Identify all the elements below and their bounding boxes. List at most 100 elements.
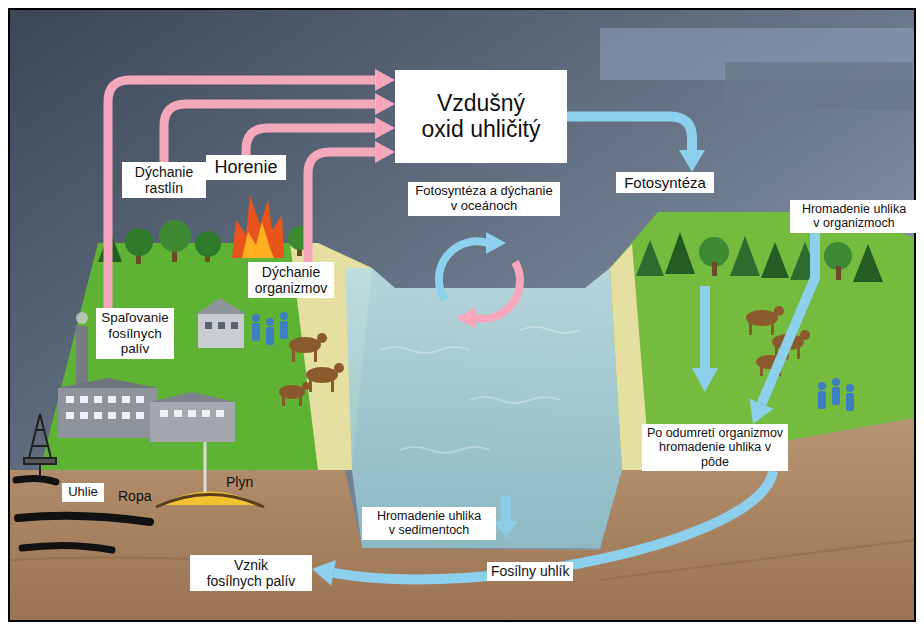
house [218, 322, 225, 329]
sediment-arrow [494, 496, 518, 538]
tree [125, 228, 153, 256]
house [196, 298, 246, 314]
animal [314, 350, 317, 362]
node-text: Hromadenie uhlika v sedimentoch [366, 509, 492, 538]
node-text: Hromadenie uhlika v organizmoch [794, 202, 914, 231]
tree [853, 244, 883, 282]
animal [279, 306, 810, 406]
person [846, 384, 854, 392]
animal [797, 347, 800, 359]
arrow-head [312, 560, 336, 586]
factory [76, 312, 88, 324]
tree [159, 220, 191, 252]
sediment-arrow [494, 521, 518, 538]
uptake-arrow [700, 286, 710, 370]
gas-pipe [204, 442, 207, 492]
flow-arrow [308, 141, 395, 262]
factory [58, 378, 158, 388]
text-box: Hromadenie uhlika v sedimentoch [362, 507, 496, 540]
ocean-cycle-arrow [486, 232, 506, 254]
coal-seam [16, 478, 56, 482]
uptake-arrow [692, 368, 718, 392]
ocean-cycle-arrow [439, 241, 488, 300]
ocean-cycle-arrow [439, 232, 520, 329]
flow-arrow [750, 233, 815, 424]
factory [66, 396, 224, 419]
person [832, 378, 840, 386]
tree [836, 266, 841, 280]
factory [174, 410, 182, 417]
edge-label: Fosílny uhlík [487, 562, 574, 580]
factory [202, 410, 210, 417]
part-label: Plyn [226, 474, 253, 490]
arrow-head [375, 141, 395, 163]
factory [108, 396, 116, 403]
factory [122, 412, 130, 419]
factory [150, 392, 235, 402]
text-box: Uhlie [62, 483, 104, 502]
part-label: Ropa [118, 488, 151, 504]
animal [771, 323, 774, 335]
coal-seam [22, 545, 112, 550]
arrow-head [679, 150, 705, 172]
tree [636, 240, 664, 276]
oil-derrick [24, 458, 56, 464]
animal [334, 363, 344, 373]
gas-dome [156, 492, 264, 508]
node-text: Horenie [210, 157, 282, 178]
animal [331, 380, 334, 392]
house [231, 322, 238, 329]
animal [774, 306, 784, 316]
node-text: Dýchanie rastlín [126, 164, 202, 196]
person [252, 323, 260, 341]
oil-derrick [24, 414, 56, 478]
factory [160, 410, 168, 417]
waves [380, 347, 470, 353]
factory [216, 410, 224, 417]
animal [282, 396, 285, 406]
person [280, 312, 288, 320]
text-box: Spaľovanie fosílnych palív [96, 308, 174, 359]
factory [150, 402, 235, 442]
text-box: Po odumretí organizmov hromadenie uhlika… [642, 424, 788, 471]
tree [730, 236, 760, 276]
house [198, 314, 244, 348]
flow-arrow [108, 69, 395, 308]
factory [58, 388, 158, 438]
factory [122, 396, 130, 403]
text-box: Dýchanie organizmov [248, 262, 334, 298]
uptake-arrow [692, 286, 718, 392]
factory [80, 412, 88, 419]
gas-pipe [204, 442, 207, 492]
right-land [610, 212, 914, 470]
tree [636, 232, 883, 282]
ocean-cycle-arrow [474, 262, 520, 319]
person [280, 321, 288, 339]
text-box: Hromadenie uhlika v organizmoch [790, 200, 918, 233]
waves [520, 327, 580, 333]
arrow-head [375, 69, 395, 91]
flow-arrow [312, 471, 773, 586]
tree [665, 232, 695, 274]
factory [94, 412, 102, 419]
sky-patch [600, 28, 914, 110]
factory [108, 412, 116, 419]
flow-arrow-line [762, 233, 815, 404]
flow-arrow [567, 116, 705, 172]
tree [761, 242, 789, 278]
factory [136, 396, 144, 403]
arrow-head [750, 399, 774, 424]
node-text: Uhlie [66, 485, 100, 500]
flow-arrow-line [308, 152, 375, 262]
factory [188, 410, 196, 417]
coal-seam [18, 516, 150, 522]
node-text: Po odumretí organizmov hromadenie uhlika… [646, 426, 784, 469]
tree [712, 262, 717, 276]
factory [66, 396, 74, 403]
text-box: Dýchanie rastlín [122, 162, 206, 198]
oil-derrick [28, 414, 52, 462]
ocean-cycle-arrow [456, 307, 476, 329]
sediment-arrow [501, 496, 511, 522]
person [266, 318, 274, 326]
